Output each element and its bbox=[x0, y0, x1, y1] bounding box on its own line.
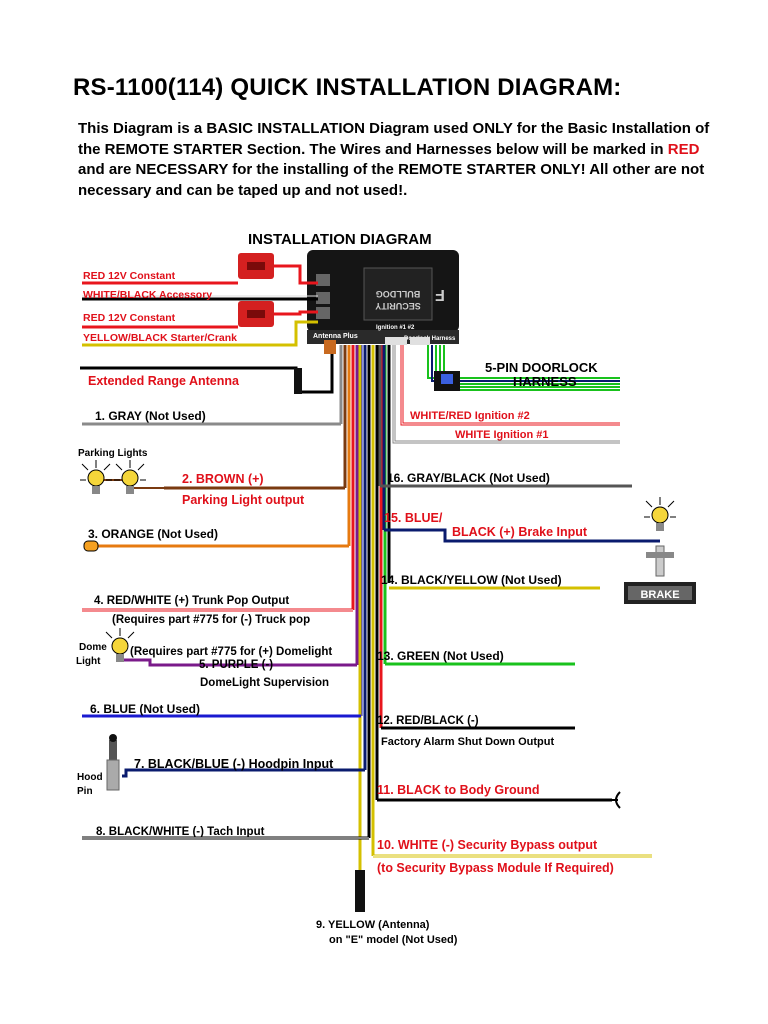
label-yellow-black-starter: YELLOW/BLACK Starter/Crank bbox=[83, 332, 237, 344]
label-wire-10a: 10. WHITE (-) Security Bypass output bbox=[377, 838, 598, 852]
module-brand-2: SECURITY bbox=[375, 301, 421, 311]
antenna-connector bbox=[324, 340, 336, 354]
label-parking-lights: Parking Lights bbox=[78, 448, 148, 459]
wire-black-blue-7 bbox=[122, 768, 365, 778]
intro-text: All other are not necessary and can be t… bbox=[78, 161, 709, 199]
wire-red-12v-2 bbox=[82, 310, 318, 329]
label-wire-16: 16. GRAY/BLACK (Not Used) bbox=[387, 471, 550, 485]
doorlock-harness bbox=[427, 345, 620, 391]
brake-label: BRAKE bbox=[640, 589, 679, 601]
label-wire-7: 7. BLACK/BLUE (-) Hoodpin Input bbox=[134, 757, 334, 771]
module-brand-1: BULLDOG bbox=[376, 289, 421, 299]
label-wire-9b: on "E" model (Not Used) bbox=[329, 934, 458, 946]
wire-purple-5 bbox=[120, 658, 357, 667]
intro-text: Section. The Wires and Harnesses below w… bbox=[242, 140, 668, 158]
intro-text: REMOTE STARTER ONLY! bbox=[398, 161, 586, 178]
label-wire-10b: (to Security Bypass Module If Required) bbox=[377, 861, 614, 875]
intro-text: This Diagram is a bbox=[78, 120, 207, 137]
parking-light-bulb-right bbox=[114, 460, 146, 494]
ground-lug bbox=[612, 791, 621, 809]
intro-paragraph: This Diagram is a BASIC INSTALLATION Dia… bbox=[78, 119, 718, 201]
brake-pedal: BRAKE bbox=[624, 582, 696, 604]
label-wire-5b: 5. PURPLE (-) bbox=[199, 659, 273, 671]
label-wire-6: 6. BLUE (Not Used) bbox=[90, 702, 200, 716]
label-wire-11: 11. BLACK to Body Ground bbox=[377, 783, 540, 797]
label-doorlock-2: HARNESS bbox=[513, 374, 577, 389]
label-antenna: Extended Range Antenna bbox=[88, 374, 240, 388]
label-wire-15a: 15. BLUE/ bbox=[384, 511, 443, 525]
port-ignition-label: Ignition #1 #2 bbox=[376, 325, 415, 331]
hood-pin-switch bbox=[106, 734, 120, 791]
brake-switch bbox=[646, 545, 674, 577]
label-wire-15b: BLACK (+) Brake Input bbox=[452, 525, 588, 539]
label-wire-9a: 9. YELLOW (Antenna) bbox=[316, 919, 430, 931]
wire-blue-black-15 bbox=[384, 528, 660, 543]
label-wire-5c: DomeLight Supervision bbox=[200, 677, 329, 689]
intro-text: NECESSARY bbox=[135, 161, 229, 178]
label-wire-13: 13. GREEN (Not Used) bbox=[377, 649, 504, 663]
parking-light-bulb-left bbox=[80, 460, 112, 494]
label-white-red-ign2: WHITE/RED Ignition #2 bbox=[410, 410, 530, 422]
label-red-12v-2: RED 12V Constant bbox=[83, 312, 176, 324]
label-wire-4b: (Requires part #775 for (-) Truck pop bbox=[112, 614, 310, 626]
intro-text: REMOTE STARTER bbox=[104, 140, 243, 158]
label-wire-14: 14. BLACK/YELLOW (Not Used) bbox=[381, 573, 562, 587]
label-wire-4a: 4. RED/WHITE (+) Trunk Pop Output bbox=[94, 595, 289, 607]
label-wire-12a: 12. RED/BLACK (-) bbox=[377, 715, 479, 727]
intro-text: Diagram used bbox=[365, 120, 473, 137]
port-doorlock-label: Doorlock Harness bbox=[404, 336, 456, 342]
intro-text-red: RED bbox=[667, 140, 700, 158]
label-red-12v-1: RED 12V Constant bbox=[83, 270, 176, 282]
orange-connector bbox=[83, 540, 99, 552]
label-wire-2b: Parking Light output bbox=[182, 493, 305, 507]
label-wire-1: 1. GRAY (Not Used) bbox=[95, 409, 206, 423]
intro-text: ONLY bbox=[472, 120, 513, 137]
label-wire-8: 8. BLACK/WHITE (-) Tach Input bbox=[96, 826, 265, 838]
fuse-holder-2 bbox=[238, 301, 274, 327]
wire-red-12v-1 bbox=[82, 264, 318, 285]
label-hood: Hood bbox=[77, 772, 103, 783]
intro-text: and are bbox=[78, 140, 704, 178]
wire-yellow-black-starter bbox=[82, 320, 318, 347]
wire-white-ign1-stripe bbox=[393, 345, 620, 443]
label-wire-12b: Factory Alarm Shut Down Output bbox=[381, 736, 554, 748]
label-wire-3: 3. ORANGE (Not Used) bbox=[88, 527, 218, 541]
label-light: Light bbox=[76, 656, 101, 667]
label-wire-2a: 2. BROWN (+) bbox=[182, 472, 264, 486]
antenna-rod bbox=[294, 368, 302, 394]
label-wire-5a: (Requires part #775 for (+) Domelight bbox=[130, 646, 332, 658]
wire-white-red-stripe bbox=[401, 345, 620, 425]
dome-light-bulb bbox=[105, 628, 135, 662]
label-dome: Dome bbox=[79, 642, 107, 653]
label-pin: Pin bbox=[77, 786, 93, 797]
label-doorlock-1: 5-PIN DOORLOCK bbox=[485, 360, 598, 375]
label-white-black-accessory: WHITE/BLACK Accessory bbox=[83, 289, 212, 301]
port-antenna-label: Antenna Plus bbox=[313, 333, 358, 340]
intro-text: BASIC INSTALLATION bbox=[206, 120, 365, 137]
intro-text: for the installing of the bbox=[228, 161, 399, 178]
control-module: BULLDOG SECURITY F Antenna Plus Ignition… bbox=[307, 250, 459, 345]
wire-trunk bbox=[339, 345, 391, 912]
module-logo: F bbox=[435, 286, 445, 303]
brake-light-bulb bbox=[644, 497, 676, 531]
diagram-title: INSTALLATION DIAGRAM bbox=[248, 231, 432, 248]
label-white-ign1: WHITE Ignition #1 bbox=[455, 429, 549, 441]
fuse-holder-1 bbox=[238, 253, 274, 279]
page-title: RS-1100(114) QUICK INSTALLATION DIAGRAM: bbox=[73, 74, 622, 101]
intro-text: for the Basic Installation of the bbox=[78, 120, 714, 158]
